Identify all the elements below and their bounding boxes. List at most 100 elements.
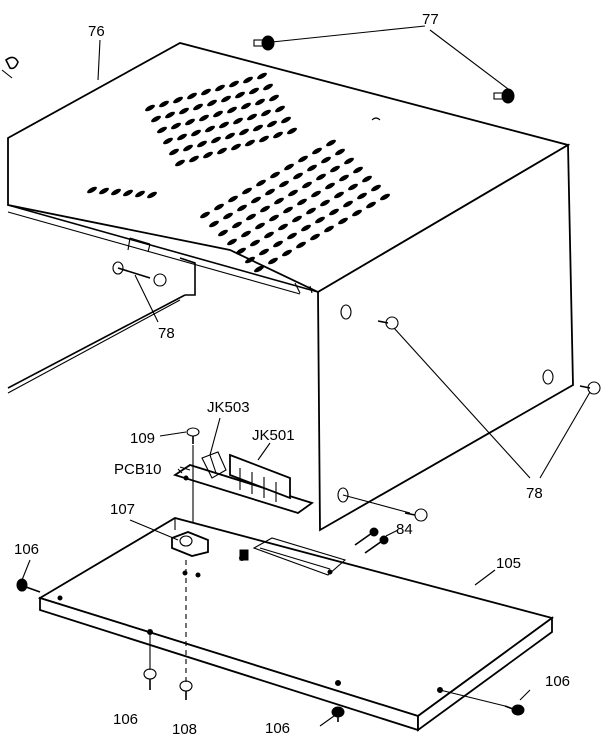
vent-slot <box>264 231 274 239</box>
vent-slot <box>275 105 285 113</box>
vent-slot <box>273 240 283 248</box>
vent-slot <box>278 223 288 231</box>
vent-slot <box>219 121 229 129</box>
vent-slot <box>218 229 228 237</box>
vent-slot <box>111 188 121 196</box>
vent-slot <box>311 190 321 198</box>
vent-slot <box>255 222 265 230</box>
vent-slot <box>273 131 283 139</box>
label-jk501: JK501 <box>252 427 295 444</box>
vent-slot <box>321 156 331 164</box>
vent-slot <box>293 172 303 180</box>
vent-slot <box>231 143 241 151</box>
label-106-bottom-mid: 106 <box>265 720 290 737</box>
vent-slot <box>223 212 233 220</box>
vent-slot <box>357 192 367 200</box>
vent-slot <box>335 148 345 156</box>
vent-slot <box>237 204 247 212</box>
vent-slot <box>227 238 237 246</box>
vent-slot <box>281 116 291 124</box>
vent-slot <box>179 107 189 115</box>
vent-slot <box>235 91 245 99</box>
vent-slot <box>288 189 298 197</box>
vent-slot <box>251 196 261 204</box>
label-pcb10: PCB10 <box>114 461 162 478</box>
label-108: 108 <box>172 721 197 738</box>
label-78-left: 78 <box>158 325 175 342</box>
vent-slot <box>269 214 279 222</box>
vent-slot <box>225 132 235 140</box>
vent-slot <box>214 203 224 211</box>
vent-slot <box>165 111 175 119</box>
vent-slot <box>151 115 161 123</box>
label-106-left: 106 <box>14 541 39 558</box>
vent-slot <box>245 256 255 264</box>
vent-slot <box>241 102 251 110</box>
vent-slot <box>187 92 197 100</box>
label-76: 76 <box>88 23 105 40</box>
vent-slot <box>330 165 340 173</box>
vent-slot <box>287 232 297 240</box>
clip-fragment <box>4 56 19 70</box>
vent-slot <box>175 159 185 167</box>
label-jk503: JK503 <box>207 399 250 416</box>
vent-slot <box>296 241 306 249</box>
vent-slot <box>189 155 199 163</box>
vent-slot <box>339 174 349 182</box>
vent-slot <box>177 133 187 141</box>
vent-slot <box>268 257 278 265</box>
vent-slot <box>211 136 221 144</box>
vent-slot <box>269 94 279 102</box>
screw-106-left <box>16 578 41 593</box>
vent-slot <box>145 104 155 112</box>
vent-slot <box>274 197 284 205</box>
vent-slot <box>205 125 215 133</box>
vent-slot <box>171 122 181 130</box>
vent-slot <box>371 184 381 192</box>
vent-slot <box>169 148 179 156</box>
vent-slot <box>217 147 227 155</box>
bottom-plate <box>37 517 555 732</box>
screw-106-bottom-mid <box>331 706 345 722</box>
vent-slot <box>380 193 390 201</box>
vent-slot <box>366 201 376 209</box>
vent-slot <box>284 163 294 171</box>
screw-78-side-upper <box>377 316 399 330</box>
vent-slot <box>292 215 302 223</box>
vent-slot <box>183 144 193 152</box>
vent-slot <box>193 103 203 111</box>
vent-slot <box>229 80 239 88</box>
vent-slot <box>326 139 336 147</box>
vent-slot <box>173 96 183 104</box>
vent-slot <box>221 95 231 103</box>
vent-slot <box>338 217 348 225</box>
vent-slot <box>259 248 269 256</box>
vent-slot <box>253 124 263 132</box>
vent-slot <box>302 181 312 189</box>
screw-78-left <box>112 261 167 287</box>
vent-slot <box>123 189 133 197</box>
vent-slot <box>185 118 195 126</box>
vent-slot <box>344 157 354 165</box>
vent-slot <box>334 191 344 199</box>
screws-84 <box>354 527 389 554</box>
vent-slot <box>301 224 311 232</box>
vent-slot <box>352 209 362 217</box>
vent-slot <box>247 113 257 121</box>
vent-slot <box>315 216 325 224</box>
vent-slot <box>270 171 280 179</box>
vent-slot <box>232 221 242 229</box>
label-78-right: 78 <box>526 485 543 502</box>
vent-slot <box>241 230 251 238</box>
pcb10-board <box>172 451 314 514</box>
label-107: 107 <box>110 501 135 518</box>
vent-slot <box>348 183 358 191</box>
vent-slot <box>362 175 372 183</box>
vent-slot <box>159 100 169 108</box>
vent-slot <box>147 191 157 199</box>
vent-slot <box>254 265 264 273</box>
vent-slot <box>203 151 213 159</box>
screw-106-right <box>504 704 525 716</box>
